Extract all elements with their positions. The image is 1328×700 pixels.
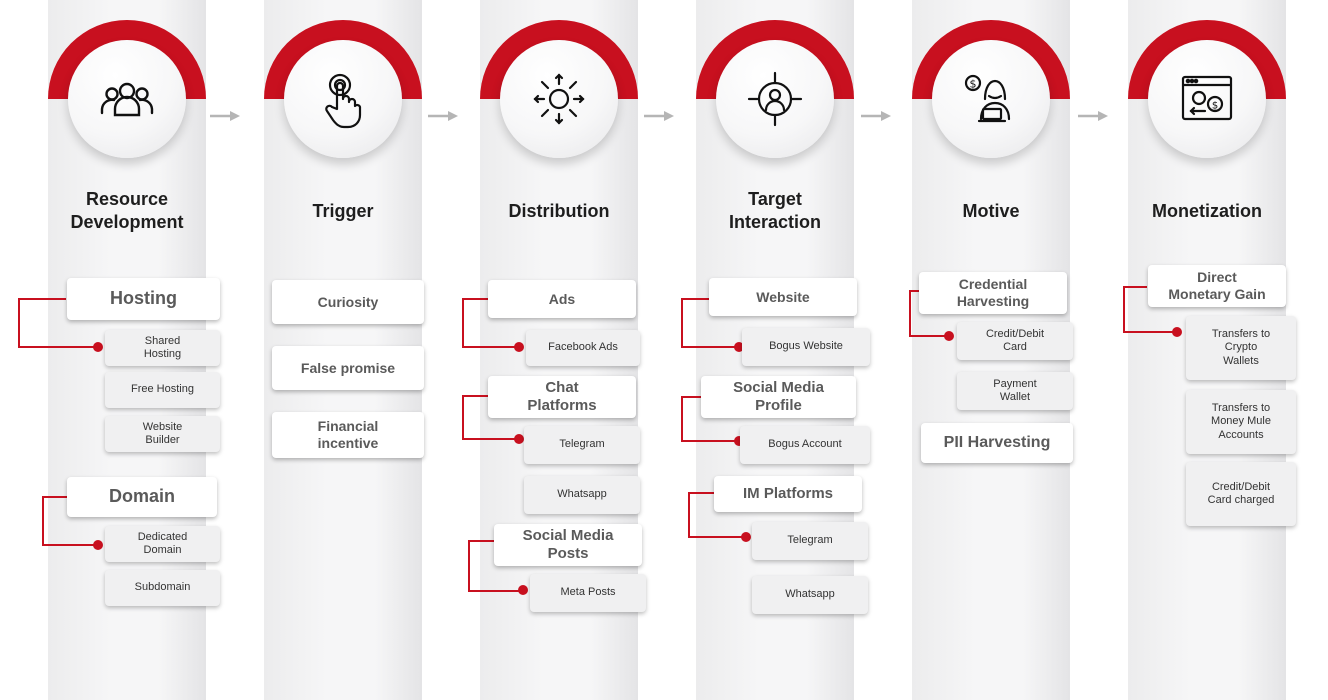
connector-line — [688, 492, 714, 538]
icon-badge: $ — [932, 40, 1050, 158]
node-direct-monetary-gain: Direct Monetary Gain — [1148, 265, 1286, 307]
connector-line — [688, 536, 744, 538]
flow-arrow-icon — [1078, 111, 1108, 121]
connector-dot — [93, 342, 103, 352]
stage-title: Monetization — [1152, 201, 1262, 221]
node-pii-harvesting: PII Harvesting — [921, 423, 1073, 463]
node-false-promise: False promise — [272, 346, 424, 390]
target-person-icon — [747, 71, 803, 127]
connector-line — [1123, 286, 1147, 333]
connector-line — [909, 290, 919, 337]
node-hosting: Hosting — [67, 278, 220, 320]
stage-title: Distribution — [508, 201, 610, 221]
node-website: Website — [709, 278, 857, 316]
connector-dot — [1172, 327, 1182, 337]
stage-title: Resource Development — [70, 189, 184, 232]
connector-line — [18, 346, 98, 348]
node-domain: Domain — [67, 477, 217, 517]
node-bogus-account: Bogus Account — [740, 426, 870, 464]
connector-line — [462, 438, 518, 440]
connector-line — [681, 346, 737, 348]
node-dedicated-domain: Dedicated Domain — [105, 526, 220, 562]
node-telegram: Telegram — [524, 426, 640, 464]
icon-badge — [68, 40, 186, 158]
connector-line — [462, 346, 518, 348]
svg-text:$: $ — [1212, 101, 1218, 112]
icon-badge — [284, 40, 402, 158]
browser-money-icon: $ — [1181, 75, 1233, 121]
node-social-media-profile: Social Media Profile — [701, 376, 856, 418]
stage-title: Trigger — [312, 201, 374, 221]
node-whatsapp-im: Whatsapp — [752, 576, 868, 614]
broadcast-sun-icon — [533, 73, 585, 125]
node-payment-wallet: Payment Wallet — [957, 372, 1073, 410]
node-credit-debit-card: Credit/Debit Card — [957, 322, 1073, 360]
node-meta-posts: Meta Posts — [530, 574, 646, 612]
connector-dot — [734, 436, 744, 446]
node-chat-platforms: Chat Platforms — [488, 376, 636, 418]
flow-arrow-icon — [210, 111, 240, 121]
connector-line — [468, 540, 494, 592]
node-transfers-money-mule: Transfers to Money Mule Accounts — [1186, 390, 1296, 454]
tap-hand-icon — [325, 73, 362, 129]
stage-title: Motive — [962, 201, 1020, 221]
flow-arrow-icon — [428, 111, 458, 121]
node-ads: Ads — [488, 280, 636, 318]
connector-dot — [514, 342, 524, 352]
node-website-builder: Website Builder — [105, 416, 220, 452]
icon-badge — [716, 40, 834, 158]
node-telegram-im: Telegram — [752, 522, 868, 560]
node-subdomain: Subdomain — [105, 570, 220, 606]
svg-text:$: $ — [970, 78, 977, 91]
node-bogus-website: Bogus Website — [742, 328, 870, 366]
connector-dot — [518, 585, 528, 595]
node-social-media-posts: Social Media Posts — [494, 524, 642, 566]
flow-arrow-icon — [861, 111, 891, 121]
node-transfers-crypto: Transfers to Crypto Wallets — [1186, 316, 1296, 380]
connector-line — [468, 590, 520, 592]
stage-title: Target Interaction — [728, 189, 821, 232]
node-free-hosting: Free Hosting — [105, 372, 220, 408]
hacker-dollar-icon: $ — [964, 74, 1011, 123]
node-im-platforms: IM Platforms — [714, 476, 862, 512]
connector-line — [462, 298, 488, 348]
node-shared-hosting: Shared Hosting — [105, 330, 220, 366]
icon-badge — [500, 40, 618, 158]
connector-line — [42, 544, 98, 546]
connector-line — [681, 298, 709, 348]
node-financial-incentive: Financial incentive — [272, 412, 424, 458]
icon-badge: $ — [1148, 40, 1266, 158]
flow-arrow-icon — [644, 111, 674, 121]
connector-line — [681, 440, 737, 442]
node-card-charged: Credit/Debit Card charged — [1186, 462, 1296, 526]
node-credential-harvesting: Credential Harvesting — [919, 272, 1067, 314]
connector-dot — [741, 532, 751, 542]
connector-line — [909, 335, 949, 337]
connector-line — [1123, 331, 1173, 333]
connector-line — [681, 396, 701, 442]
node-whatsapp: Whatsapp — [524, 476, 640, 514]
connector-line — [42, 496, 67, 546]
connector-line — [462, 395, 488, 440]
connector-dot — [93, 540, 103, 550]
connector-dot — [734, 342, 744, 352]
node-curiosity: Curiosity — [272, 280, 424, 324]
connector-dot — [944, 331, 954, 341]
connector-dot — [514, 434, 524, 444]
connector-line — [18, 298, 66, 348]
users-group-icon — [100, 82, 154, 117]
node-facebook-ads: Facebook Ads — [526, 330, 640, 366]
